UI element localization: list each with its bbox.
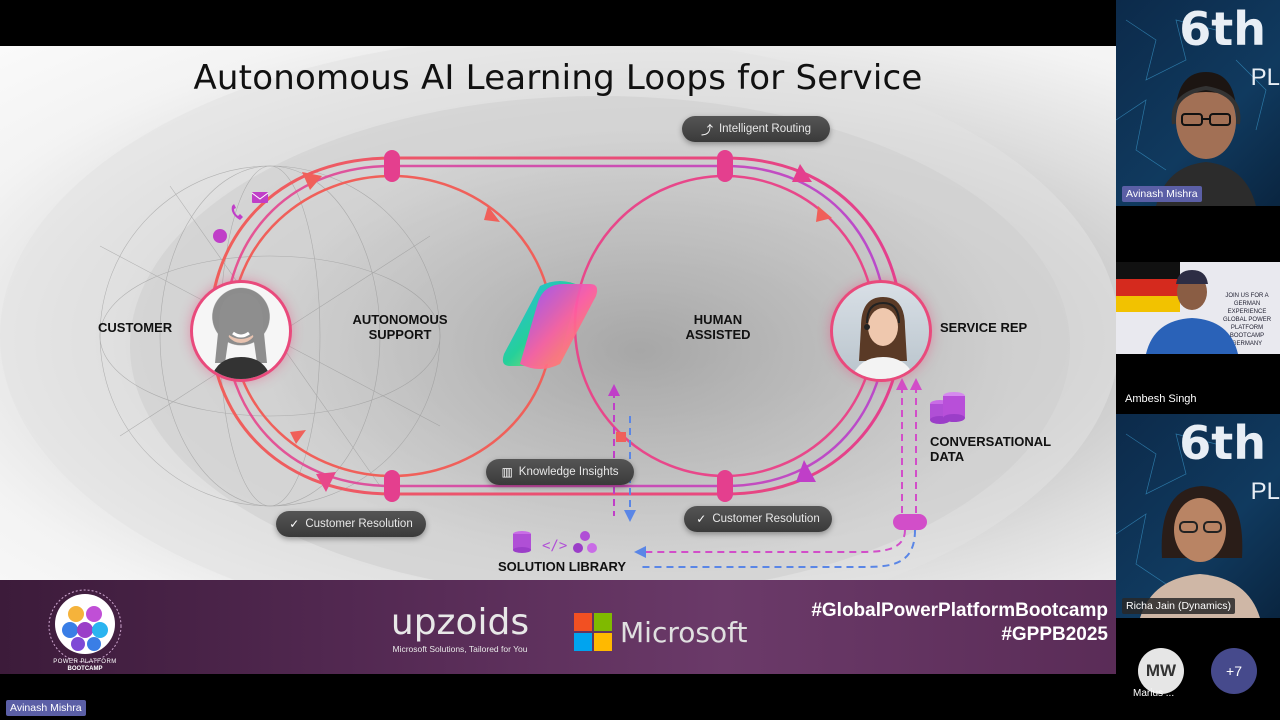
arrow-6 [316, 472, 336, 492]
label-autonomous-line2: SUPPORT [368, 327, 432, 342]
bootcamp-logo: POWER PLATFORM BOOTCAMP [42, 586, 128, 672]
pill-customer-resolution-right: ✓ Customer Resolution [684, 506, 832, 532]
participant-video-avinash [1156, 72, 1256, 206]
check-icon: ✓ [289, 517, 300, 531]
slide-title: Autonomous AI Learning Loops for Service [193, 58, 923, 98]
pill-customer-resolution-left-label: Customer Resolution [305, 518, 413, 530]
customer-avatar [190, 280, 292, 382]
arrow-3 [792, 164, 812, 182]
germany-flag-icon [1116, 262, 1180, 312]
service-rep-avatar [830, 280, 932, 382]
pill-knowledge-insights: ▥ Knowledge Insights [486, 459, 634, 485]
label-conversational-line1: CONVERSATIONAL [930, 434, 1052, 449]
label-autonomous-line1: AUTONOMOUS [352, 312, 448, 327]
bootcamp-logo-line2: BOOTCAMP [67, 666, 103, 672]
arrow-4 [816, 206, 832, 222]
person-headset-icon [851, 297, 915, 379]
arrow-7 [796, 460, 816, 482]
hashtag-gppb: #GPPB2025 [1001, 624, 1108, 645]
upzoids-wordmark: upzoids [390, 602, 530, 643]
node-bottom-left [384, 470, 400, 502]
database-icon [930, 392, 965, 424]
check-icon: ✓ [696, 512, 707, 526]
label-human-line2: ASSISTED [685, 327, 751, 342]
loop-diagram: </> [0, 46, 1116, 580]
participant-tile-3[interactable]: 6th PL Richa Jain (Dynamics) [1116, 414, 1280, 618]
shared-screen: </> Autonomous AI Learning Loops for Ser… [0, 46, 1116, 716]
arrow-1 [302, 172, 322, 190]
svg-text:</>: </> [542, 538, 567, 554]
routing-icon: ⤴ [700, 122, 713, 137]
upzoids-tagline: Microsoft Solutions, Tailored for You [392, 644, 528, 654]
participant-name-2: Ambesh Singh [1125, 393, 1197, 405]
pill-intelligent-routing: ⤴ Intelligent Routing [682, 116, 830, 142]
event-banner: POWER PLATFORM BOOTCAMP upzoids Microsof… [0, 580, 1116, 674]
mail-icon [252, 192, 268, 203]
bootcamp-logo-line1: POWER PLATFORM [53, 659, 117, 665]
chat-icon [213, 229, 227, 243]
overflow-name: Marius ... [1133, 688, 1175, 699]
flow-arrow-up-2 [896, 378, 908, 390]
pill-intelligent-routing-label: Intelligent Routing [718, 123, 812, 135]
label-service-rep: SERVICE REP [940, 320, 1028, 335]
sponsor-microsoft: Microsoft [574, 613, 747, 651]
solution-library-icons: </> [513, 531, 597, 554]
pill-customer-resolution-left: ✓ Customer Resolution [276, 511, 426, 537]
label-customer: CUSTOMER [98, 320, 173, 335]
bg-oval-inner [260, 131, 1020, 571]
label-autonomous-support: AUTONOMOUS SUPPORT [345, 312, 455, 342]
network-bg-icon [1116, 433, 1217, 585]
participant-tile-2[interactable]: JOIN US FOR A GERMAN EXPERIENCE GLOBAL P… [1116, 262, 1280, 354]
phone-icon [231, 204, 243, 220]
participant-video-richa [1140, 486, 1260, 618]
hashtag-global: #GlobalPowerPlatformBootcamp [811, 600, 1108, 621]
tile1-bg-text2: PL [1250, 64, 1280, 91]
communication-icons [213, 192, 269, 243]
power-platform-logo-icon [48, 589, 122, 663]
participant-name-tag-1: Avinash Mishra [1122, 186, 1202, 202]
arrow-8 [616, 432, 626, 442]
node-top-left [384, 150, 400, 182]
label-conversational-line2: DATA [930, 449, 965, 464]
more-participants-button[interactable]: +7 [1211, 648, 1257, 694]
arrow-5 [290, 430, 306, 444]
copilot-logo-icon [502, 281, 598, 369]
tile1-bg-text: 6th [1179, 2, 1266, 56]
network-bg-icon [1116, 19, 1267, 171]
label-solution-library: SOLUTION LIBRARY [498, 559, 627, 574]
pill-customer-resolution-right-label: Customer Resolution [712, 513, 820, 525]
tile2-poster-text: JOIN US FOR A GERMAN EXPERIENCE GLOBAL P… [1222, 293, 1272, 347]
presentation-slide: </> Autonomous AI Learning Loops for Ser… [0, 46, 1116, 580]
microsoft-wordmark: Microsoft [620, 615, 748, 649]
participant-video-ambesh [1146, 270, 1238, 354]
flow-arrow-down-1 [624, 510, 636, 522]
person-silhouette-icon [211, 293, 271, 379]
flow-arrow-left-1 [634, 546, 646, 558]
label-human-assisted: HUMAN ASSISTED [668, 312, 768, 342]
node-data [893, 514, 927, 530]
book-icon: ▥ [501, 465, 513, 479]
node-top-right [717, 150, 733, 182]
flow-arrow-up-3 [910, 378, 922, 390]
microsoft-logo-icon [574, 613, 612, 651]
label-human-line1: HUMAN [693, 312, 743, 327]
participant-tile-1[interactable]: 6th PL Avinash Mishra [1116, 0, 1280, 206]
tile3-bg-text: 6th [1179, 416, 1266, 470]
tile3-bg-text2: PL [1250, 478, 1280, 505]
participant-name-tag-3: Richa Jain (Dynamics) [1122, 598, 1236, 614]
flow-arrow-up-1 [608, 384, 620, 396]
overflow-avatar-mw[interactable]: MW [1138, 648, 1184, 694]
node-bottom-right [717, 470, 733, 502]
sponsor-upzoids: upzoids Microsoft Solutions, Tailored fo… [384, 602, 536, 655]
presenter-name-tag: Avinash Mishra [6, 700, 86, 716]
pill-knowledge-insights-label: Knowledge Insights [518, 466, 619, 478]
arrow-2 [484, 206, 500, 222]
label-conversational-data: CONVERSATIONAL DATA [930, 434, 1051, 464]
